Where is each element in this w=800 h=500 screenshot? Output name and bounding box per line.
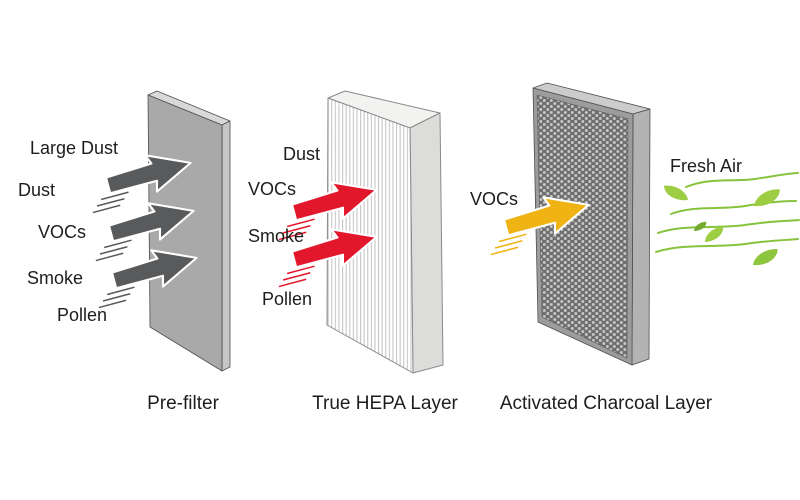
leaf-icon-5 — [750, 248, 780, 267]
charcoal-panel — [532, 82, 651, 366]
label-hepa-vocs: VOCs — [248, 179, 297, 199]
label-hepa-pollen: Pollen — [262, 289, 313, 309]
leaf-icon-4 — [701, 225, 727, 244]
charcoal-side-face — [631, 108, 651, 366]
label-dust: Dust — [18, 180, 56, 200]
prefilter-side-face — [221, 120, 231, 372]
caption-hepa: True HEPA Layer — [312, 393, 458, 414]
label-smoke: Smoke — [27, 268, 84, 288]
leaf-icon-2 — [751, 188, 783, 208]
label-hepa-dust: Dust — [283, 144, 321, 164]
caption-prefilter: Pre-filter — [147, 393, 219, 414]
airflow-line-1 — [685, 172, 799, 188]
label-vocs: VOCs — [38, 222, 87, 242]
label-hepa-smoke: Smoke — [248, 226, 305, 246]
airflow-lines — [655, 172, 800, 253]
caption-charcoal: Activated Charcoal Layer — [499, 393, 713, 414]
airflow-line-3 — [657, 219, 800, 234]
airflow-line-2 — [670, 200, 797, 215]
charcoal-mesh-face — [536, 94, 629, 359]
hepa-side-face — [409, 112, 444, 374]
airflow-line-4 — [655, 238, 799, 253]
label-large-dust: Large Dust — [30, 138, 119, 158]
leaves — [662, 184, 783, 267]
label-fresh-air: Fresh Air — [670, 156, 743, 176]
label-pollen: Pollen — [57, 305, 108, 325]
label-charcoal-vocs: VOCs — [470, 189, 519, 209]
